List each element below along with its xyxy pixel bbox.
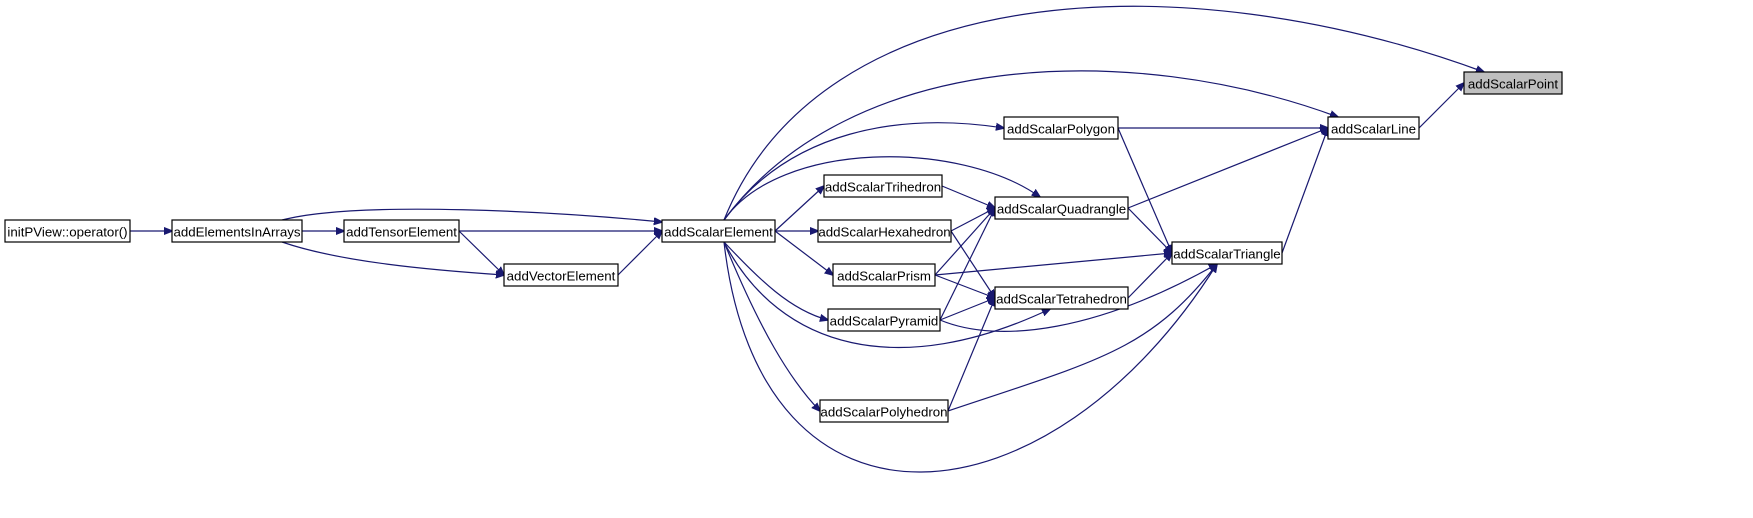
node-label: addScalarTriangle	[1173, 247, 1280, 262]
node-addScalarTrihedron[interactable]: addScalarTrihedron	[823, 174, 943, 198]
node-addTensorElement[interactable]: addTensorElement	[343, 219, 460, 243]
edge-addScalarPrism-to-addScalarTriangle	[934, 253, 1172, 276]
edge-addScalarTriangle-to-addScalarLine	[1281, 128, 1328, 254]
node-box[interactable]	[819, 399, 949, 423]
node-addScalarTriangle[interactable]: addScalarTriangle	[1171, 241, 1283, 265]
edge-addScalarQuadrangle-to-addScalarTriangle	[1127, 207, 1172, 253]
node-box[interactable]	[994, 286, 1129, 310]
edge-addScalarElement-to-addScalarPoint	[723, 5, 1484, 221]
node-label: addScalarPrism	[837, 269, 931, 284]
node-box[interactable]	[171, 219, 303, 243]
edge-addScalarQuadrangle-to-addScalarLine	[1127, 128, 1328, 209]
node-box[interactable]	[994, 196, 1129, 220]
node-addScalarQuadrangle[interactable]: addScalarQuadrangle	[994, 196, 1129, 220]
node-addVectorElement[interactable]: addVectorElement	[503, 263, 619, 287]
edge-addScalarElement-to-addScalarLine	[723, 70, 1338, 221]
node-box[interactable]	[832, 263, 936, 287]
edge-addScalarTrihedron-to-addScalarQuadrangle	[941, 185, 995, 208]
edge-addScalarElement-to-addScalarTetrahedron	[723, 241, 1050, 349]
edge-addScalarElement-to-addScalarTriangle	[723, 241, 1217, 473]
node-label: addScalarPolyhedron	[820, 405, 947, 420]
edge-addScalarHexahedron-to-addScalarQuadrangle	[950, 208, 995, 232]
node-box[interactable]	[1003, 116, 1119, 140]
node-box[interactable]	[817, 219, 952, 243]
nodes-layer: initPView::operator() addElementsInArrays…	[4, 71, 1563, 423]
edge-addVectorElement-to-addScalarElement	[617, 231, 662, 276]
node-label: addScalarLine	[1331, 122, 1416, 137]
node-box[interactable]	[661, 219, 776, 243]
edge-addScalarElement-to-addScalarPyramid	[723, 241, 828, 320]
node-label: addScalarElement	[664, 225, 773, 240]
node-label: addScalarHexahedron	[818, 225, 950, 240]
node-box[interactable]	[827, 308, 941, 332]
node-addScalarPrism[interactable]: addScalarPrism	[832, 263, 936, 287]
edge-addScalarElement-to-addScalarPrism	[774, 230, 833, 275]
edge-addScalarPrism-to-addScalarTetrahedron	[934, 274, 995, 298]
node-addScalarElement[interactable]: addScalarElement	[661, 219, 776, 243]
edge-addScalarPolyhedron-to-addScalarTetrahedron	[947, 298, 995, 412]
node-label: addVectorElement	[507, 269, 616, 284]
node-box[interactable]	[4, 219, 131, 243]
edge-addScalarPolyhedron-to-addScalarTriangle	[947, 264, 1217, 412]
edge-addScalarTetrahedron-to-addScalarTriangle	[1127, 253, 1172, 299]
node-addScalarPolygon[interactable]: addScalarPolygon	[1003, 116, 1119, 140]
node-label: addElementsInArrays	[173, 225, 300, 240]
edge-addScalarPyramid-to-addScalarTriangle	[939, 264, 1217, 332]
edge-addElementsInArrays-to-addScalarElement	[281, 208, 662, 222]
edge-addScalarPyramid-to-addScalarQuadrangle	[939, 208, 995, 321]
edge-addScalarElement-to-addScalarPolyhedron	[723, 241, 820, 411]
node-label: addTensorElement	[346, 225, 457, 240]
edge-addScalarElement-to-addScalarQuadrangle	[723, 156, 1040, 221]
node-box[interactable]	[503, 263, 619, 287]
node-addElementsInArrays[interactable]: addElementsInArrays	[171, 219, 303, 243]
edges-layer	[130, 5, 1484, 473]
node-addScalarPoint[interactable]: addScalarPoint	[1463, 71, 1563, 95]
edge-addElementsInArrays-to-addVectorElement	[281, 241, 504, 275]
edge-addScalarPolygon-to-addScalarTriangle	[1117, 127, 1172, 253]
node-box[interactable]	[1171, 241, 1283, 265]
node-label: addScalarPyramid	[830, 314, 939, 329]
edge-addScalarHexahedron-to-addScalarTetrahedron	[950, 230, 995, 298]
node-label: initPView::operator()	[7, 225, 127, 240]
node-addScalarPolyhedron[interactable]: addScalarPolyhedron	[819, 399, 949, 423]
edge-addScalarPrism-to-addScalarQuadrangle	[934, 208, 995, 276]
node-box[interactable]	[1327, 116, 1420, 140]
node-label: addScalarPoint	[1468, 77, 1558, 92]
node-addScalarPyramid[interactable]: addScalarPyramid	[827, 308, 941, 332]
node-label: addScalarPolygon	[1007, 122, 1115, 137]
edge-addScalarElement-to-addScalarPolygon	[723, 122, 1004, 221]
edge-addTensorElement-to-addVectorElement	[458, 230, 504, 275]
edge-addScalarElement-to-addScalarTrihedron	[774, 186, 824, 232]
edge-addScalarLine-to-addScalarPoint	[1418, 83, 1464, 129]
node-initPView[interactable]: initPView::operator()	[4, 219, 131, 243]
node-box[interactable]	[1463, 71, 1563, 95]
node-box[interactable]	[823, 174, 943, 198]
node-addScalarTetrahedron[interactable]: addScalarTetrahedron	[994, 286, 1129, 310]
node-box[interactable]	[343, 219, 460, 243]
node-label: addScalarTrihedron	[825, 180, 941, 195]
edge-addScalarPyramid-to-addScalarTetrahedron	[939, 298, 995, 321]
node-addScalarHexahedron[interactable]: addScalarHexahedron	[817, 219, 952, 243]
node-addScalarLine[interactable]: addScalarLine	[1327, 116, 1420, 140]
node-label: addScalarQuadrangle	[997, 202, 1126, 217]
node-label: addScalarTetrahedron	[996, 292, 1127, 307]
